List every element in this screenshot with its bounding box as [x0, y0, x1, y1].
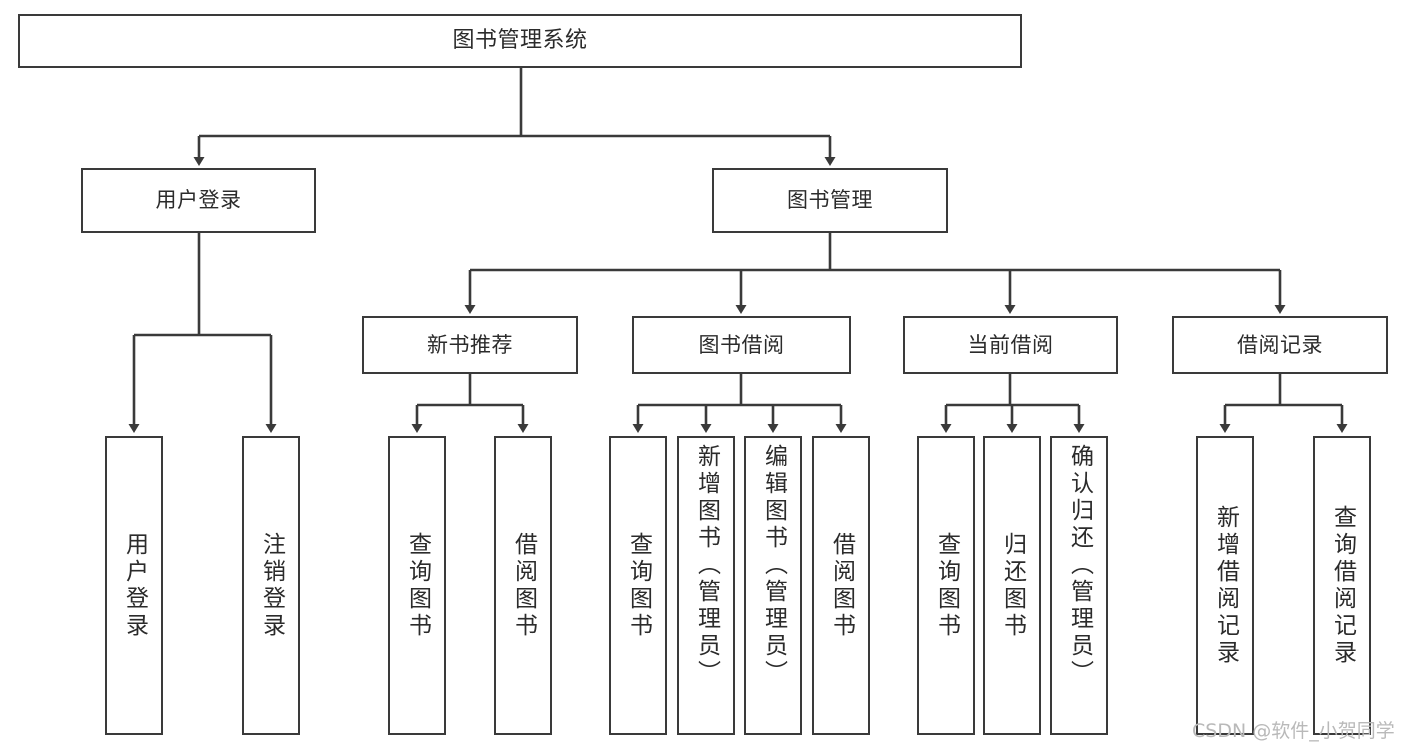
node-leaf-query-book-1-label: 查询图书 — [404, 531, 431, 640]
node-leaf-borrow-book-2[interactable]: 借阅图书 — [812, 436, 870, 735]
node-borrow-record[interactable]: 借阅记录 — [1172, 316, 1388, 374]
node-leaf-query-record-label: 查询借阅记录 — [1329, 504, 1356, 667]
node-leaf-query-record[interactable]: 查询借阅记录 — [1313, 436, 1371, 735]
node-leaf-edit-book[interactable]: 编辑图书（管理员） — [744, 436, 802, 735]
node-leaf-user-login[interactable]: 用户登录 — [105, 436, 163, 735]
node-leaf-return-book[interactable]: 归还图书 — [983, 436, 1041, 735]
node-borrow-record-label: 借阅记录 — [1237, 332, 1323, 357]
node-leaf-confirm-return-label: 确认归还（管理员） — [1066, 444, 1093, 687]
node-leaf-query-book-2[interactable]: 查询图书 — [609, 436, 667, 735]
node-book-borrow[interactable]: 图书借阅 — [632, 316, 851, 374]
node-user-login[interactable]: 用户登录 — [81, 168, 316, 233]
node-root[interactable]: 图书管理系统 — [18, 14, 1022, 68]
node-book-borrow-label: 图书借阅 — [698, 332, 785, 357]
node-leaf-user-logout[interactable]: 注销登录 — [242, 436, 300, 735]
node-leaf-add-book[interactable]: 新增图书（管理员） — [677, 436, 735, 735]
node-book-manage[interactable]: 图书管理 — [712, 168, 948, 233]
node-leaf-edit-book-label: 编辑图书（管理员） — [760, 444, 787, 687]
node-leaf-return-book-label: 归还图书 — [999, 531, 1026, 640]
node-leaf-add-record[interactable]: 新增借阅记录 — [1196, 436, 1254, 735]
node-root-label: 图书管理系统 — [452, 28, 588, 54]
node-leaf-borrow-book-1[interactable]: 借阅图书 — [494, 436, 552, 735]
node-new-book-rec-label: 新书推荐 — [427, 332, 513, 357]
node-leaf-user-logout-label: 注销登录 — [258, 531, 285, 640]
node-leaf-user-login-label: 用户登录 — [121, 531, 148, 640]
node-leaf-query-book-3[interactable]: 查询图书 — [917, 436, 975, 735]
node-leaf-query-book-1[interactable]: 查询图书 — [388, 436, 446, 735]
node-current-borrow[interactable]: 当前借阅 — [903, 316, 1118, 374]
node-current-borrow-label: 当前借阅 — [967, 332, 1054, 357]
node-book-manage-label: 图书管理 — [787, 188, 873, 213]
node-user-login-label: 用户登录 — [155, 188, 242, 213]
node-leaf-borrow-book-2-label: 借阅图书 — [828, 531, 855, 640]
node-leaf-add-record-label: 新增借阅记录 — [1212, 504, 1239, 667]
node-leaf-confirm-return[interactable]: 确认归还（管理员） — [1050, 436, 1108, 735]
node-leaf-query-book-2-label: 查询图书 — [625, 531, 652, 640]
watermark: CSDN @软件_小贺同学 — [1192, 720, 1395, 742]
node-leaf-query-book-3-label: 查询图书 — [933, 531, 960, 640]
node-leaf-add-book-label: 新增图书（管理员） — [693, 444, 720, 687]
node-new-book-rec[interactable]: 新书推荐 — [362, 316, 578, 374]
node-leaf-borrow-book-1-label: 借阅图书 — [510, 531, 537, 640]
